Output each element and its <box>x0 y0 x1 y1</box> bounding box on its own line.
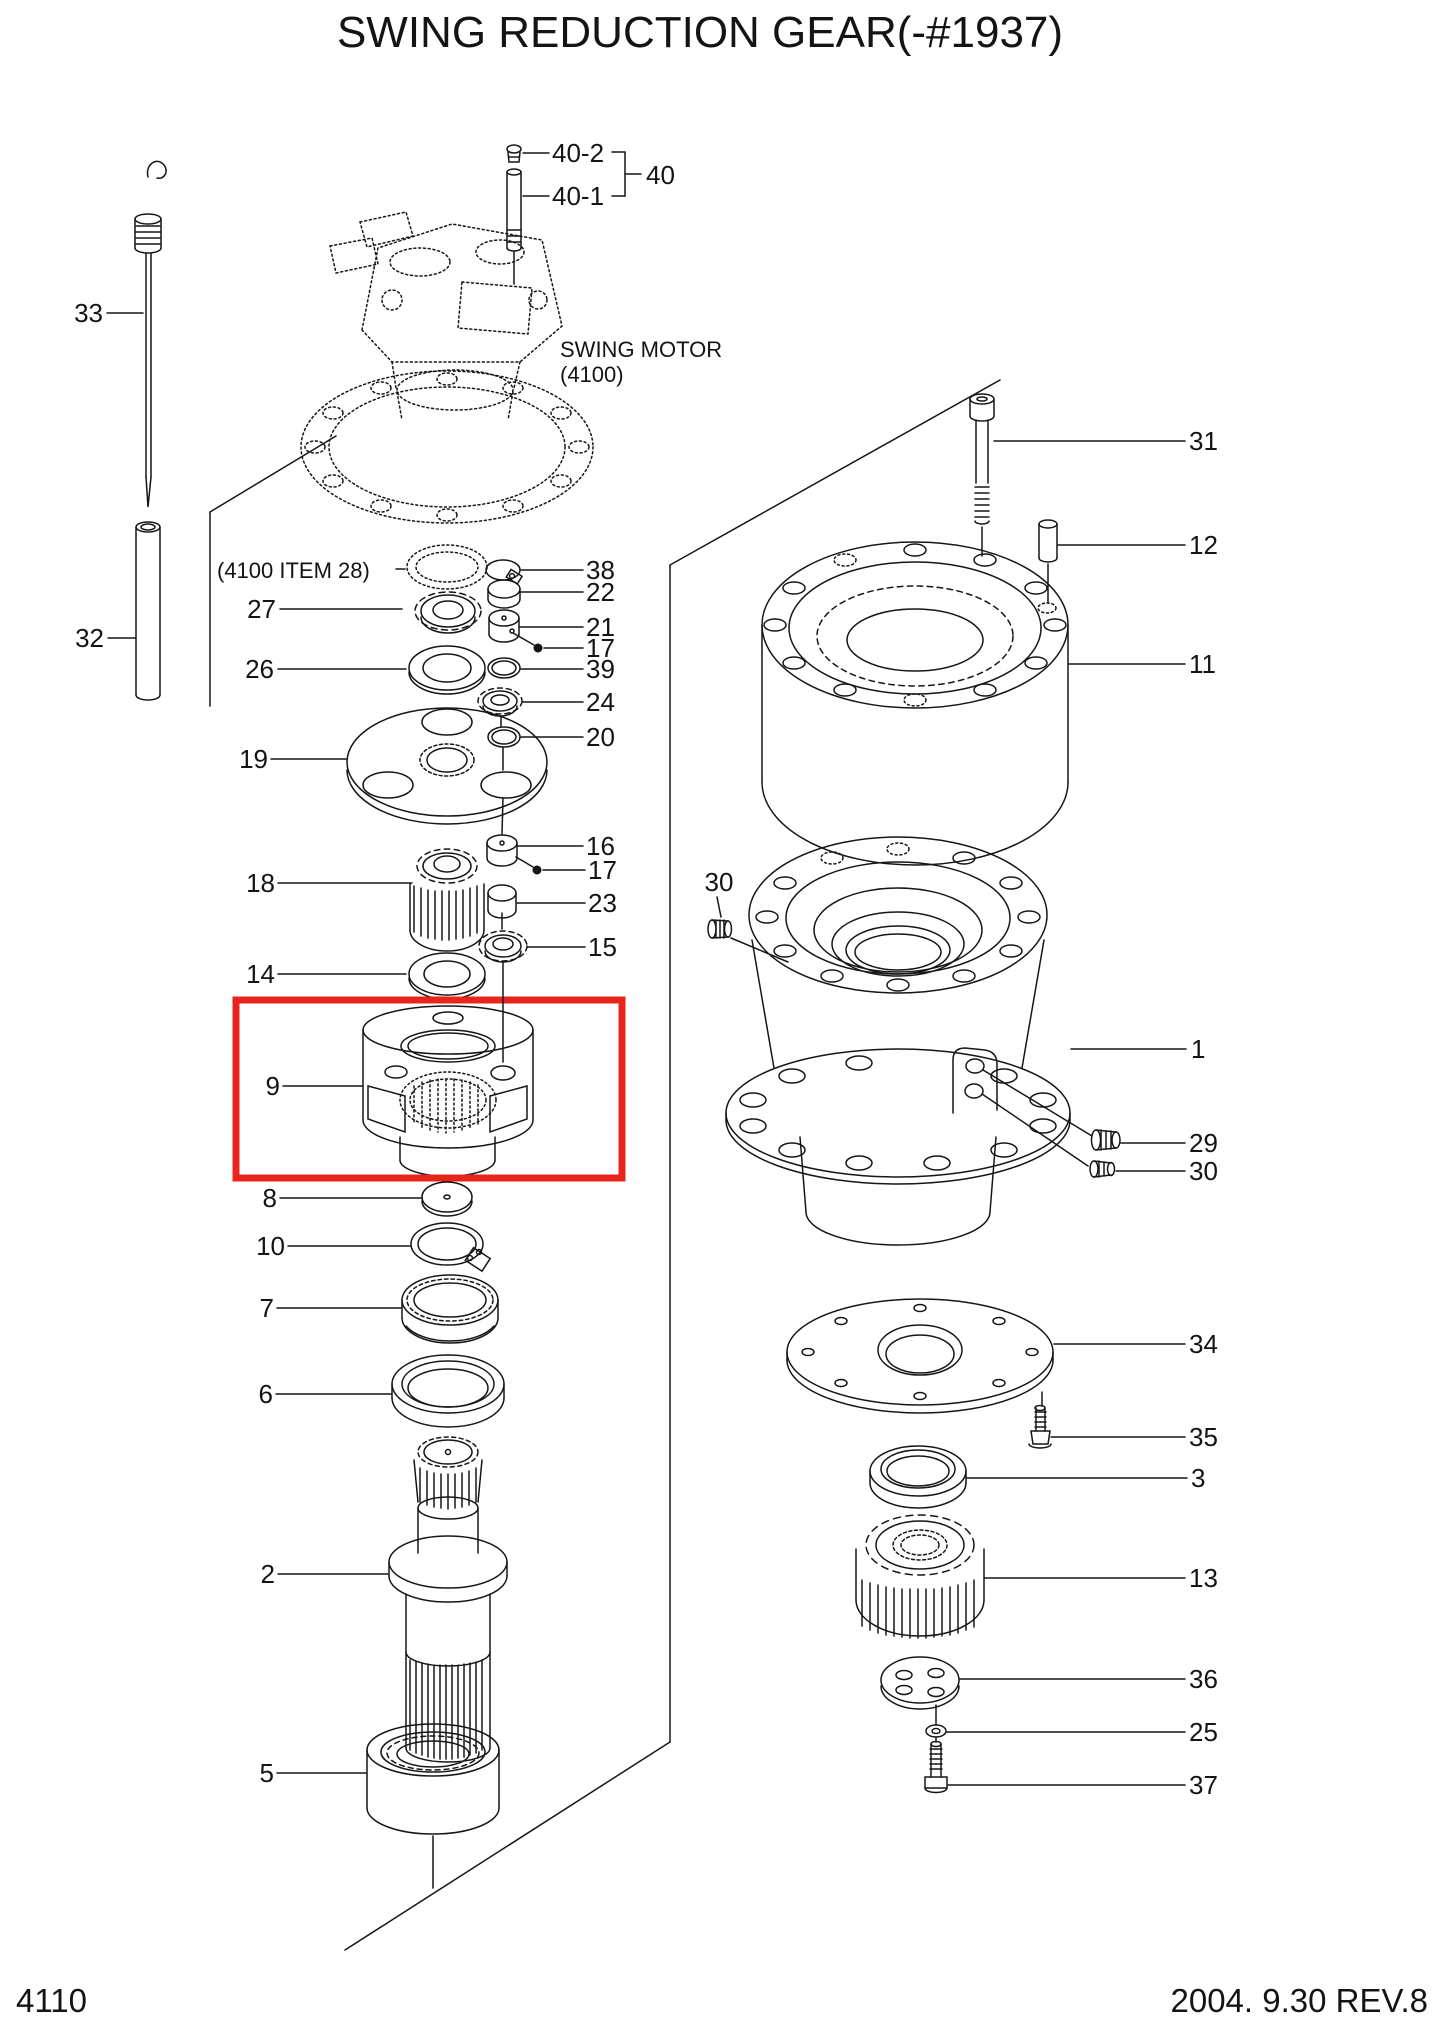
callout-25: 25 <box>1189 1717 1218 1747</box>
callout-22: 22 <box>586 577 615 607</box>
callout-11: 11 <box>1189 649 1216 679</box>
callout-9: 9 <box>266 1071 280 1101</box>
part-5-ball-bearing <box>366 1723 500 1889</box>
part-6-ring <box>391 1354 505 1428</box>
part-14-washer <box>408 952 486 1000</box>
part-17-steel-ball <box>533 643 543 653</box>
part-12-pin <box>1037 519 1058 614</box>
part-26-washer <box>408 645 486 695</box>
part-27-gear <box>414 591 482 634</box>
part-2-drive-shaft <box>388 1436 508 1763</box>
callout-40-2: 40-2 <box>552 138 604 168</box>
swing-motor-note-line1: SWING MOTOR <box>560 337 722 362</box>
swing-motor-note-line2: (4100) <box>560 362 624 387</box>
part-37-bolt <box>924 1740 948 1794</box>
callout-33: 33 <box>74 298 103 328</box>
part-25-washer <box>925 1724 947 1743</box>
part-13-gear <box>855 1514 985 1639</box>
callout-17b: 17 <box>588 855 617 885</box>
callout-3: 3 <box>1191 1463 1205 1493</box>
callout-30-right: 30 <box>1189 1156 1218 1186</box>
callout-31: 31 <box>1189 426 1218 456</box>
part-20-ring <box>487 726 521 748</box>
callout-14: 14 <box>246 959 275 989</box>
callout-5: 5 <box>260 1758 274 1788</box>
callout-23: 23 <box>588 888 617 918</box>
part-31-socket-bolt <box>969 393 995 557</box>
highlight-box <box>232 996 626 1182</box>
part-10-snap-ring <box>410 1222 492 1273</box>
item-28-oring <box>406 544 488 590</box>
callout-10: 10 <box>256 1231 285 1261</box>
leader-lines <box>106 151 1188 1786</box>
callout-27: 27 <box>247 594 276 624</box>
callout-19: 19 <box>239 744 268 774</box>
callout-24: 24 <box>586 687 615 717</box>
callout-34: 34 <box>1189 1329 1218 1359</box>
callout-6: 6 <box>259 1379 273 1409</box>
callout-38: 38 <box>586 555 615 585</box>
callout-17: 17 <box>586 633 615 663</box>
part-8-disc <box>421 1181 473 1217</box>
part-15-gear <box>478 930 528 963</box>
assembly-axis-lines <box>500 715 504 1063</box>
callout-18: 18 <box>246 868 275 898</box>
callout-12: 12 <box>1189 530 1218 560</box>
part-3-bushing <box>869 1445 967 1509</box>
callout-26: 26 <box>245 654 274 684</box>
frame-lines <box>209 379 1001 1951</box>
callout-13: 13 <box>1189 1563 1218 1593</box>
callout-1: 1 <box>1191 1034 1205 1064</box>
part-21-piston <box>488 609 520 643</box>
part-35-bolt <box>1028 1391 1052 1449</box>
part-1-reduction-gear-case <box>725 836 1093 1246</box>
part-22-bushing <box>487 579 521 609</box>
part-29-plug <box>1090 1129 1121 1151</box>
callout-20: 20 <box>586 722 615 752</box>
callout-21: 21 <box>586 612 615 642</box>
part-40-grease-fitting-and-rod <box>506 144 522 285</box>
part-32-pipe <box>135 521 161 701</box>
callout-labels: 40-2 40-1 40 33 32 27 26 19 18 14 9 8 10… <box>74 138 1218 1800</box>
part-36-stopper-plate <box>880 1656 960 1725</box>
part-33-dipstick <box>134 160 167 508</box>
callout-8: 8 <box>263 1183 277 1213</box>
callout-40-1: 40-1 <box>552 181 604 211</box>
part-30-plug-left <box>707 919 789 963</box>
callout-2: 2 <box>261 1559 275 1589</box>
item-28-reference-note: (4100 ITEM 28) <box>217 558 370 583</box>
callout-16: 16 <box>586 831 615 861</box>
callout-32: 32 <box>75 623 104 653</box>
swing-motor-reference <box>300 211 594 524</box>
callout-29: 29 <box>1189 1128 1218 1158</box>
part-19-carrier-plate <box>346 707 548 825</box>
part-16-pin <box>486 834 518 867</box>
part-7-needle-bearing <box>401 1274 499 1344</box>
footer-revision: 2004. 9.30 REV.8 <box>1171 1982 1429 2019</box>
part-34-cover-plate <box>786 1298 1054 1414</box>
page-title: SWING REDUCTION GEAR(-#1937) <box>337 8 1063 57</box>
callout-35: 35 <box>1189 1422 1218 1452</box>
footer-page-code: 4110 <box>16 1982 87 2019</box>
part-30-plug-right <box>1089 1160 1116 1178</box>
callout-40: 40 <box>646 160 675 190</box>
callout-7: 7 <box>260 1293 274 1323</box>
part-9-planet-carrier <box>362 1005 534 1177</box>
callout-37: 37 <box>1189 1770 1218 1800</box>
part-18-double-gear <box>409 848 485 952</box>
callout-30-left: 30 <box>705 867 734 897</box>
part-39-ring <box>487 657 521 679</box>
part-17-steel-ball-2 <box>532 865 542 875</box>
callout-36: 36 <box>1189 1664 1218 1694</box>
part-11-ring-gear <box>761 541 1069 866</box>
callout-15: 15 <box>588 932 617 962</box>
callout-39: 39 <box>586 654 615 684</box>
